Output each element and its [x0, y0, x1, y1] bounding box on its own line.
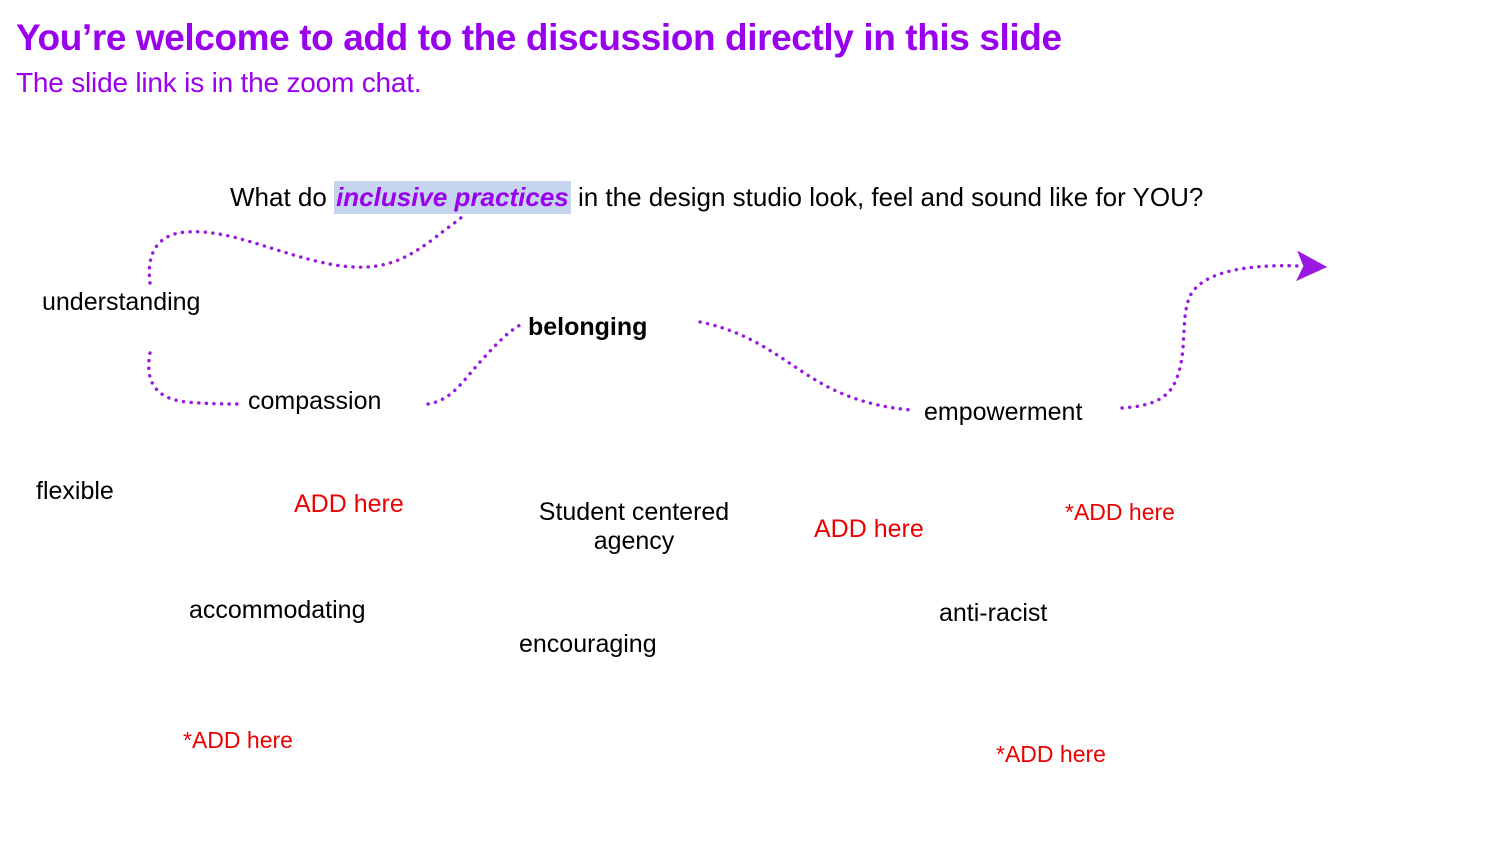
word-cloud-term-add-here-5[interactable]: *ADD here — [996, 741, 1106, 767]
word-cloud-term-compassion[interactable]: compassion — [248, 387, 382, 415]
word-cloud-term-belonging[interactable]: belonging — [528, 313, 648, 341]
discussion-prompt: What do inclusive practices in the desig… — [230, 181, 1203, 214]
word-cloud-term-student-centered[interactable]: Student centered agency — [538, 498, 730, 555]
word-cloud-term-add-here-3[interactable]: *ADD here — [1065, 499, 1175, 525]
word-cloud-term-flexible[interactable]: flexible — [36, 477, 114, 505]
word-cloud-term-add-here-4[interactable]: *ADD here — [183, 727, 293, 753]
page-title: You’re welcome to add to the discussion … — [16, 17, 1062, 58]
prompt-highlight-inclusive-practices: inclusive practices — [334, 181, 571, 214]
word-cloud-term-understanding[interactable]: understanding — [42, 288, 201, 316]
dotted-curve-segment-4 — [698, 320, 914, 412]
word-cloud-term-add-here-2[interactable]: ADD here — [814, 515, 924, 543]
word-cloud-term-encouraging[interactable]: encouraging — [519, 630, 657, 658]
prompt-text-before: What do — [230, 182, 335, 212]
dotted-curve-segment-5 — [1120, 250, 1328, 410]
dotted-curve-segment-1 — [147, 215, 464, 285]
word-cloud-term-add-here-1[interactable]: ADD here — [294, 490, 404, 518]
dotted-curve-segment-2 — [147, 351, 246, 406]
word-cloud-term-empowerment[interactable]: empowerment — [924, 398, 1083, 426]
prompt-text-after: in the design studio look, feel and soun… — [570, 182, 1204, 212]
page-subtitle: The slide link is in the zoom chat. — [16, 67, 422, 98]
dotted-curve-segment-3 — [426, 322, 524, 406]
word-cloud-term-anti-racist[interactable]: anti-racist — [939, 599, 1048, 627]
word-cloud-term-accommodating[interactable]: accommodating — [189, 596, 366, 624]
